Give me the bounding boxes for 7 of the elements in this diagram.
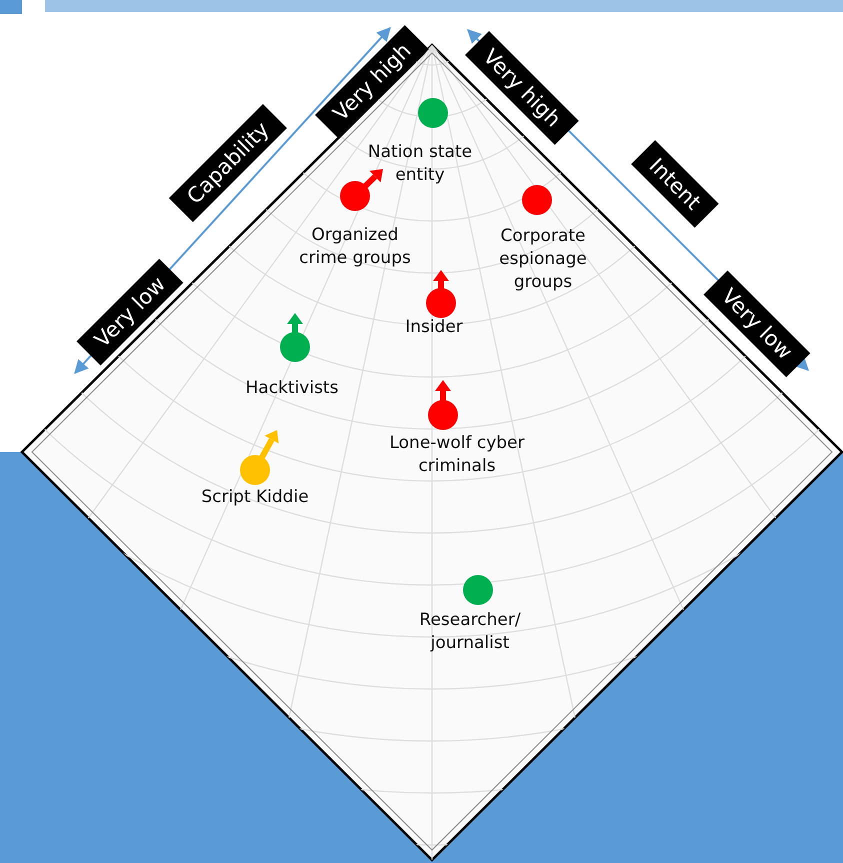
actor-label: Hacktivists	[244, 377, 340, 400]
actor-label: Lone-wolf cyber criminals	[388, 432, 526, 478]
actor-label: Script Kiddie	[200, 486, 310, 509]
actor-label: Corporate espionage groups	[498, 225, 588, 294]
actor-label: Organized crime groups	[298, 224, 412, 270]
actor-label: Insider	[404, 316, 464, 339]
actor-label: Researcher/ journalist	[418, 609, 522, 655]
